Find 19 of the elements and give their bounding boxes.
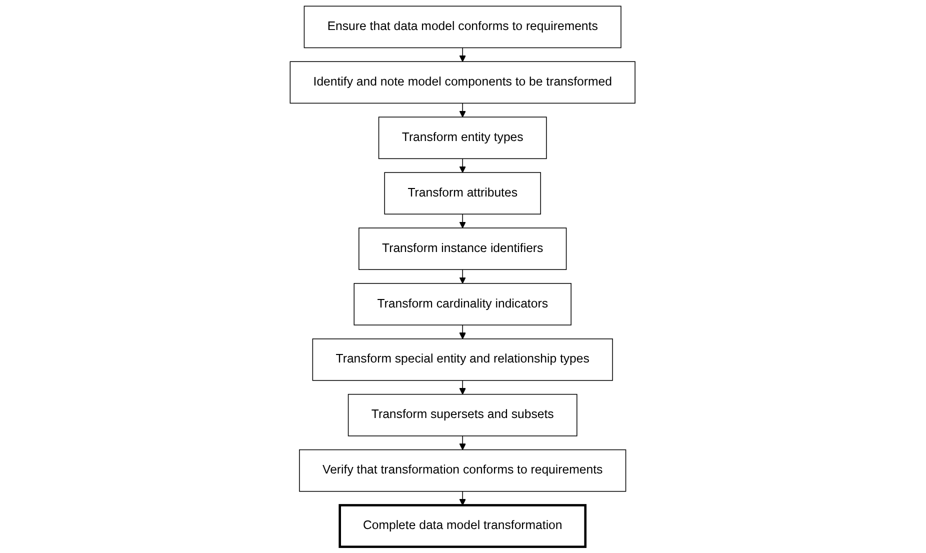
node-box: Transform entity types: [378, 116, 548, 160]
arrow: [460, 158, 466, 173]
node-box: Transform attributes: [384, 172, 542, 214]
arrow: [460, 380, 466, 395]
node-box: Verify that transformation conforms to requirements: [299, 449, 627, 492]
arrow: [460, 324, 466, 340]
node-box: Transform instance identifiers: [358, 228, 568, 270]
node-box: Transform supersets and subsets: [348, 394, 578, 436]
node-box: Identify and note model components to be transformed: [290, 61, 636, 104]
arrow: [460, 102, 466, 118]
arrow: [460, 47, 466, 62]
arrow: [460, 436, 466, 450]
node-box: Ensure that data model conforms to requirements: [304, 6, 622, 48]
arrow: [460, 490, 466, 506]
node-box: Complete data model transformation: [339, 504, 587, 548]
arrow: [460, 214, 466, 228]
node-box: Transform cardinality indicators: [354, 283, 572, 326]
arrow: [460, 269, 466, 284]
node-box: Transform special entity and relationship types: [312, 338, 614, 381]
